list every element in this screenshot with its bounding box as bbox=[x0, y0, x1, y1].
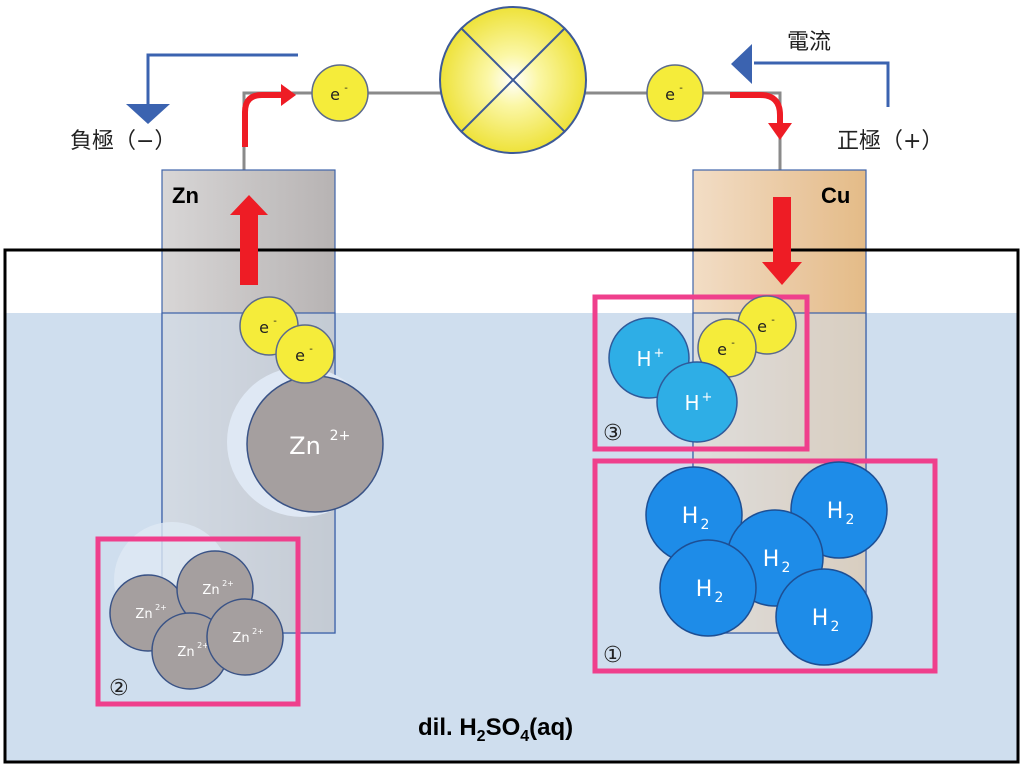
negative-pole-label: 負極（−） bbox=[70, 129, 176, 154]
svg-text:-: - bbox=[679, 83, 683, 94]
svg-text:e: e bbox=[330, 85, 340, 104]
svg-text:e: e bbox=[717, 340, 727, 359]
svg-text:+: + bbox=[702, 390, 713, 405]
svg-text:Zn: Zn bbox=[177, 645, 194, 660]
svg-text:H: H bbox=[684, 391, 699, 415]
light-bulb bbox=[439, 6, 587, 154]
svg-text:2: 2 bbox=[701, 517, 710, 533]
svg-text:e: e bbox=[295, 346, 305, 365]
svg-text:2: 2 bbox=[846, 512, 855, 528]
beaker bbox=[3, 248, 1020, 764]
step3-box bbox=[592, 294, 810, 452]
svg-text:Zn: Zn bbox=[289, 432, 321, 460]
cu-downward-arrow bbox=[762, 197, 802, 285]
h2-molecule-5: H 2 bbox=[775, 568, 873, 666]
svg-text:2: 2 bbox=[782, 560, 791, 576]
svg-text:H: H bbox=[696, 577, 713, 602]
zn-electrode-label: Zn bbox=[172, 183, 199, 208]
electron-flow-arrow-right bbox=[730, 92, 783, 124]
step3-label: ③ bbox=[603, 421, 623, 446]
electron-wire-left: e - bbox=[311, 64, 369, 122]
svg-text:H: H bbox=[636, 347, 651, 371]
svg-text:H: H bbox=[812, 606, 829, 631]
zn-ion-small-4: Zn 2+ bbox=[206, 598, 284, 676]
svg-text:H: H bbox=[763, 547, 780, 572]
svg-text:2+: 2+ bbox=[330, 428, 351, 444]
svg-text:Zn: Zn bbox=[202, 583, 219, 598]
step1-box bbox=[592, 458, 938, 674]
svg-text:-: - bbox=[273, 316, 277, 327]
solution-label: dil. H2SO4(aq) bbox=[418, 714, 573, 745]
svg-text:+: + bbox=[654, 346, 665, 361]
svg-text:e: e bbox=[259, 318, 269, 337]
svg-text:2+: 2+ bbox=[155, 603, 167, 612]
positive-pole-label: 正極（+） bbox=[837, 129, 943, 154]
svg-text:-: - bbox=[771, 315, 775, 326]
svg-text:Zn: Zn bbox=[232, 631, 249, 646]
cu-electrode-label: Cu bbox=[821, 183, 850, 208]
svg-text:Zn: Zn bbox=[135, 607, 152, 622]
svg-text:2+: 2+ bbox=[252, 627, 264, 636]
svg-text:-: - bbox=[344, 83, 348, 94]
svg-text:2: 2 bbox=[831, 619, 840, 635]
electron-zn-2: e - bbox=[275, 324, 335, 384]
h-ion-2: H + bbox=[656, 361, 738, 443]
h2-molecule-4: H 2 bbox=[659, 539, 757, 637]
step2-box bbox=[95, 536, 301, 707]
current-arrow-left bbox=[146, 53, 298, 108]
svg-text:-: - bbox=[309, 344, 313, 355]
zn-ion-large: Zn 2+ bbox=[246, 375, 384, 513]
svg-text:dil. H2SO4(aq): dil. H2SO4(aq) bbox=[418, 714, 573, 745]
svg-text:H: H bbox=[827, 499, 844, 524]
svg-text:e: e bbox=[665, 85, 675, 104]
current-arrow-right bbox=[754, 61, 890, 107]
svg-text:2+: 2+ bbox=[222, 579, 234, 588]
svg-text:-: - bbox=[731, 338, 735, 349]
zn-upward-arrow bbox=[230, 195, 268, 285]
svg-text:2: 2 bbox=[715, 590, 724, 606]
current-label: 電流 bbox=[787, 30, 831, 55]
svg-text:e: e bbox=[757, 317, 767, 336]
electron-flow-arrow-left bbox=[242, 92, 282, 147]
electron-wire-right: e - bbox=[646, 64, 704, 122]
step2-label: ② bbox=[109, 676, 129, 701]
svg-text:H: H bbox=[682, 504, 699, 529]
svg-text:2+: 2+ bbox=[197, 641, 209, 650]
step1-label: ① bbox=[603, 643, 623, 668]
